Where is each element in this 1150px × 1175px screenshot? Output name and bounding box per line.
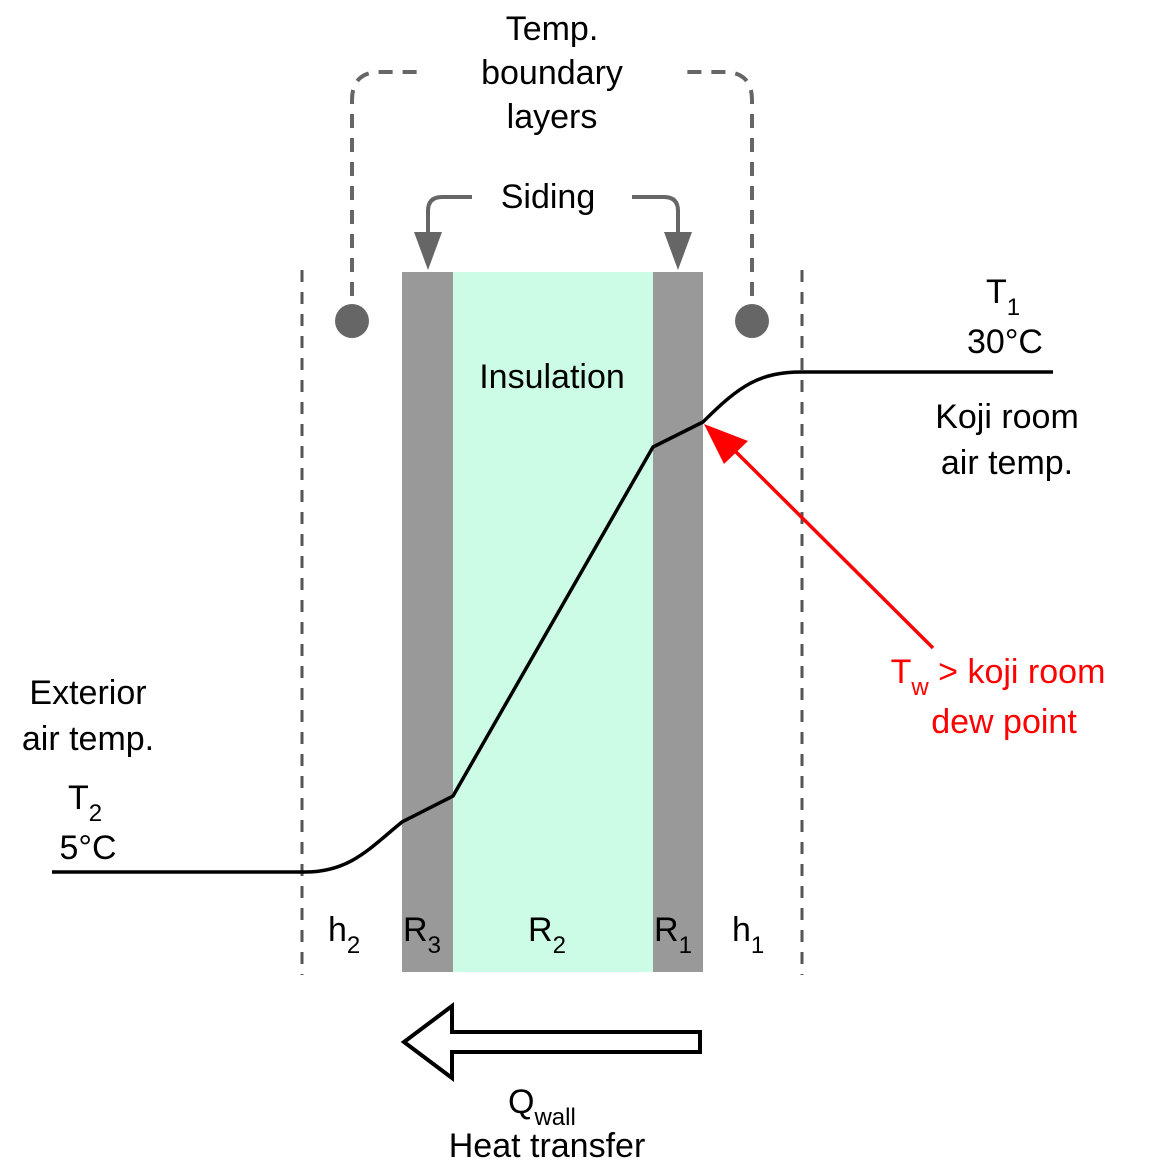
boundary-dot-left: [335, 304, 369, 338]
r1-label: R1: [654, 911, 692, 959]
tw-arrow: [721, 437, 935, 650]
boundary-dot-right: [735, 304, 769, 338]
temp-boundary-label-line2: boundary: [481, 54, 623, 92]
h2-label: h2: [328, 911, 360, 959]
exterior-label-line1: Exterior: [29, 674, 146, 712]
tw-arrowhead: [704, 424, 748, 464]
siding-arrow-left: [426, 195, 472, 236]
t1-value: 30°C: [967, 323, 1043, 361]
insulation-label: Insulation: [479, 358, 625, 396]
temp-boundary-label-line3: layers: [507, 98, 598, 136]
koji-room-label-line1: Koji room: [935, 398, 1079, 436]
boundary-callout-left: [350, 70, 420, 320]
siding-right-layer: [653, 272, 703, 972]
siding-left-layer: [402, 272, 453, 972]
tw-label-line2: dew point: [931, 703, 1077, 741]
h1-label: h1: [732, 911, 764, 959]
tw-label-line1: Tw > koji room: [891, 653, 1106, 701]
siding-arrowhead-right: [664, 232, 692, 270]
t1-label: T1: [986, 273, 1020, 321]
temperature-profile-line: [52, 370, 1053, 874]
r2-label: R2: [528, 911, 566, 959]
heat-transfer-label: Heat transfer: [449, 1127, 646, 1165]
koji-room-label-line2: air temp.: [941, 444, 1073, 482]
siding-label: Siding: [501, 178, 596, 216]
siding-arrowhead-left: [414, 232, 442, 270]
t2-value: 5°C: [59, 829, 116, 867]
exterior-label-line2: air temp.: [22, 720, 154, 758]
q-wall-label: Qwall: [508, 1083, 576, 1131]
r3-label: R3: [403, 911, 441, 959]
siding-arrow-right: [632, 195, 680, 236]
temp-boundary-label-line1: Temp.: [506, 10, 599, 48]
heat-transfer-arrow: [400, 1002, 702, 1082]
boundary-callout-right: [685, 70, 754, 320]
t2-label: T2: [68, 779, 102, 827]
